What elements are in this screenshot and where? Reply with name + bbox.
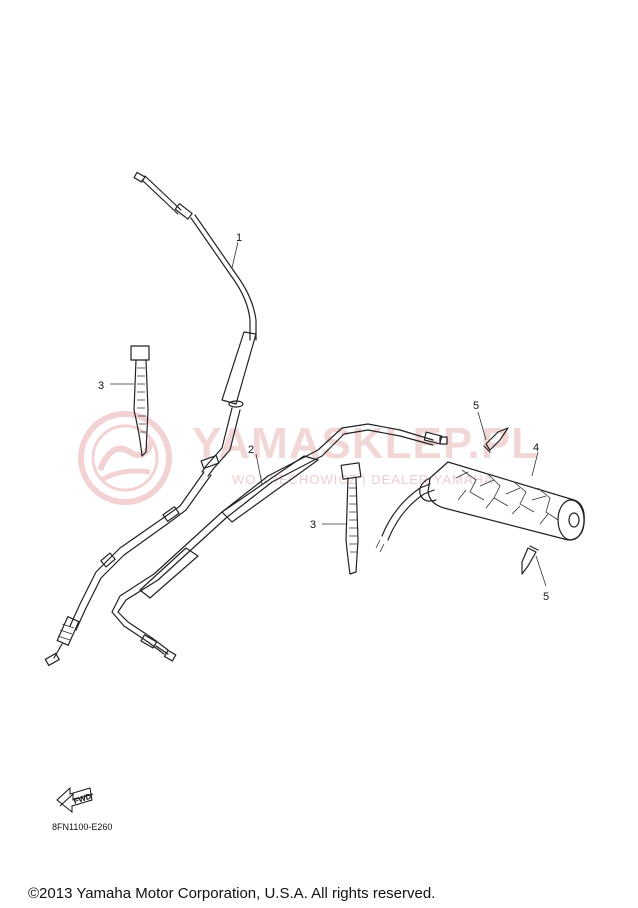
pin-upper [477, 411, 509, 453]
watermark-logo [78, 411, 172, 505]
callout-3-left: 3 [98, 380, 104, 392]
callout-5-lower: 5 [543, 591, 549, 603]
callout-5-upper: 5 [473, 400, 479, 412]
copyright-text: ©2013 Yamaha Motor Corporation, U.S.A. A… [28, 885, 435, 902]
cable-part-2 [111, 423, 448, 662]
watermark: YAMASKLEP.PL WOJCIECHOWICZ | DEALER YAMA… [78, 411, 539, 505]
callout-3-right: 3 [310, 519, 316, 531]
cable-part-1 [44, 171, 257, 667]
fwd-arrow-icon: FWD [56, 786, 94, 814]
callout-4: 4 [533, 442, 539, 454]
cable-tie-left [110, 345, 150, 457]
diagram-code: 8FN1100-E260 [52, 822, 112, 832]
callout-2: 2 [248, 444, 254, 456]
pin-lower [521, 545, 547, 587]
handle-grip [375, 451, 585, 553]
callout-1: 1 [236, 232, 242, 244]
cable-tie-right [322, 462, 362, 575]
watermark-text: YAMASKLEP.PL [192, 419, 539, 468]
